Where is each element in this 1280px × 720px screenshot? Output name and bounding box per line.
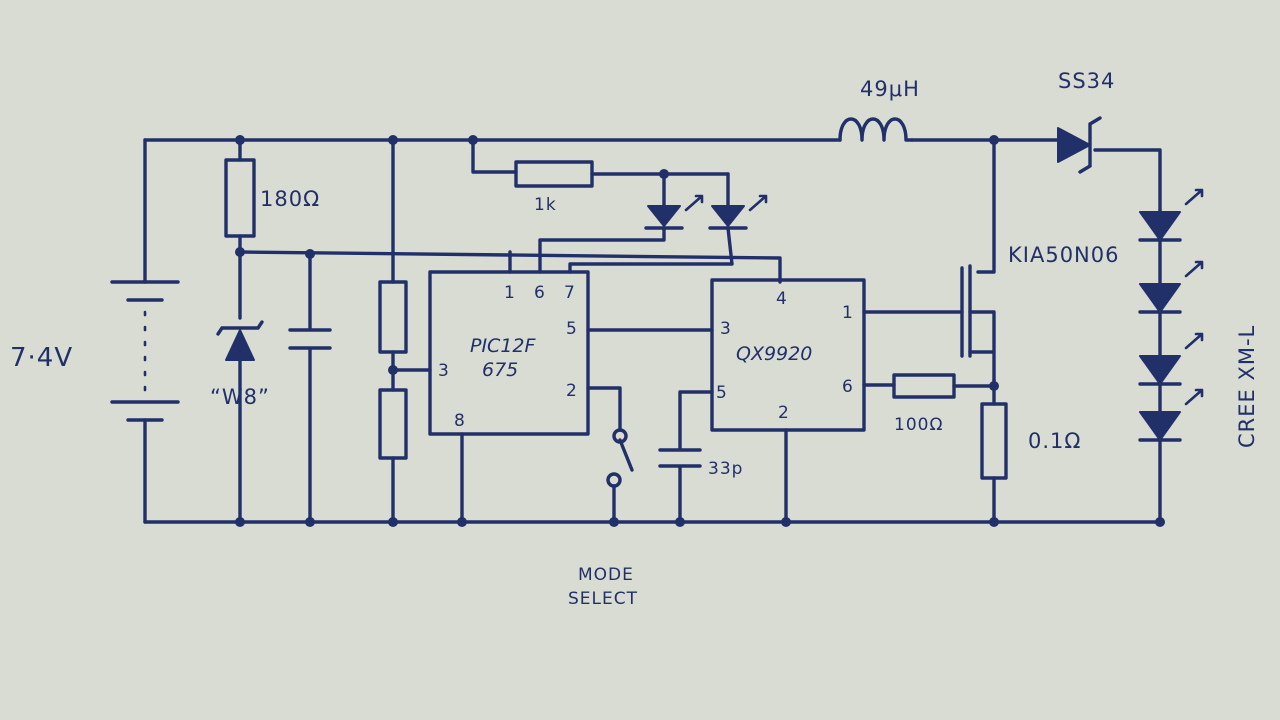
resistor-sense-label: 0.1Ω <box>1028 429 1081 453</box>
mcu-name-line2: 675 <box>482 359 518 381</box>
mcu-pin-8: 8 <box>454 411 465 431</box>
driver-pin-3: 3 <box>720 319 731 339</box>
mosfet-label: KIA50N06 <box>1008 243 1119 267</box>
resistor-1k-label: 1k <box>534 195 557 215</box>
vdd-wire <box>238 250 782 284</box>
top-rail <box>143 138 1162 212</box>
power-led-3 <box>1138 332 1204 386</box>
led-string-label: CREE XM-L <box>1235 325 1259 448</box>
indicator-led-1 <box>538 172 704 274</box>
resistor-180r-label: 180Ω <box>260 187 320 211</box>
power-led-4 <box>1138 388 1204 442</box>
junction-dots <box>235 135 1165 527</box>
mosfet-kia50n06 <box>960 138 996 406</box>
power-led-2 <box>1138 260 1204 314</box>
battery-symbol <box>110 138 180 524</box>
driver-pin-6: 6 <box>842 377 853 397</box>
diode-label: SS34 <box>1058 69 1115 93</box>
zener-diode-label: “W8” <box>210 385 270 409</box>
mcu-name-line1: PIC12F <box>470 335 537 357</box>
battery-voltage-label: 7·4V <box>10 343 73 373</box>
resistor-180r <box>224 138 256 320</box>
resistor-sense <box>980 402 1008 524</box>
pic12f675-mcu <box>428 250 714 524</box>
mcu-pin-7: 7 <box>564 283 575 303</box>
qx9920-driver <box>658 278 964 524</box>
driver-pin-5: 5 <box>716 383 727 403</box>
mcu-pin-1: 1 <box>504 283 515 303</box>
capacitor-33p-label: 33p <box>708 459 743 479</box>
resistor-1k <box>471 138 730 188</box>
mcu-pin-3: 3 <box>438 361 449 381</box>
mcu-pin-2: 2 <box>566 381 577 401</box>
mode-select-switch <box>586 386 634 524</box>
power-led-1 <box>1138 188 1204 242</box>
mode-select-label-line2: SELECT <box>568 589 638 609</box>
resistor-100r-label: 100Ω <box>894 415 943 435</box>
driver-pin-4: 4 <box>776 289 787 309</box>
driver-pin-1: 1 <box>842 303 853 323</box>
decoupling-capacitor <box>288 252 332 524</box>
mcu-pin-6: 6 <box>534 283 545 303</box>
indicator-led-2 <box>568 172 768 274</box>
driver-pin-2: 2 <box>778 403 789 423</box>
inductor-label: 49μH <box>860 77 920 101</box>
driver-name: QX9920 <box>736 343 812 365</box>
resistor-100r <box>892 373 996 399</box>
schottky-diode-ss34 <box>1057 116 1102 174</box>
inductor-49uh <box>838 117 914 142</box>
mode-select-label-line1: MODE <box>578 565 634 585</box>
led-string <box>1138 188 1204 524</box>
zener-diode <box>216 320 264 524</box>
divider-resistors <box>378 138 432 524</box>
mcu-pin-5: 5 <box>566 319 577 339</box>
